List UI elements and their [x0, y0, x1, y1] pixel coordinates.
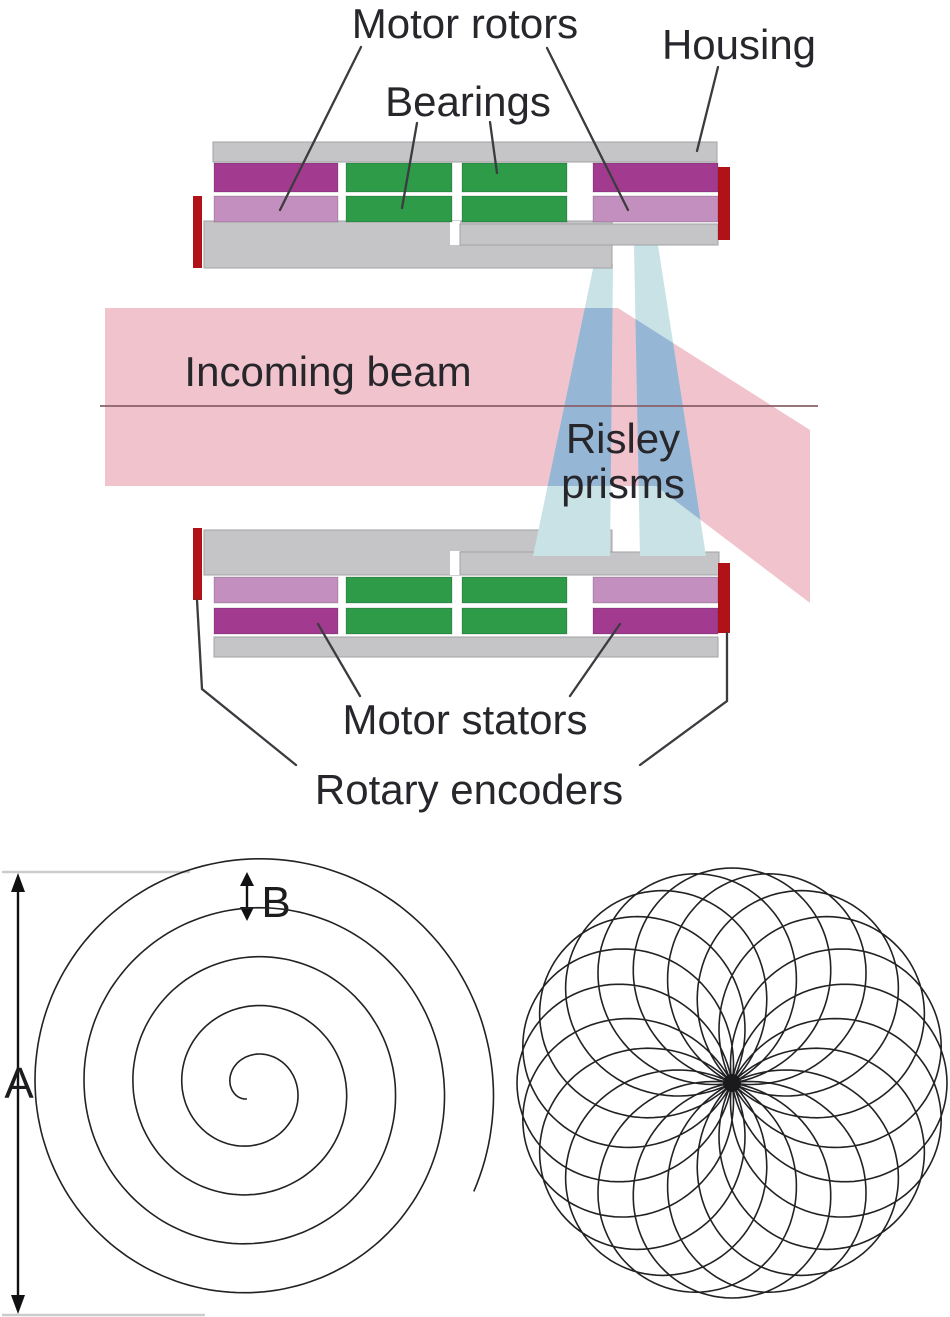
leader-bearing-right: [488, 120, 499, 175]
stator-row: [213, 607, 719, 635]
housing-bar: [212, 141, 718, 163]
bottom-prism-assembly: [193, 528, 730, 658]
housing-bar: [213, 636, 719, 658]
holder-notch: [450, 221, 460, 245]
encoder-bar-left: [193, 528, 202, 600]
labels: Motor rotors Bearings Housing Incoming b…: [184, 0, 816, 813]
label-incoming-beam: Incoming beam: [184, 348, 471, 395]
leader-motor-rotor-right: [545, 46, 630, 212]
holder-notch: [450, 551, 460, 575]
label-motor-stators: Motor stators: [342, 696, 587, 743]
top-prism-assembly: [193, 141, 730, 269]
encoder-bar-right: [718, 563, 730, 633]
scan-patterns: A B: [2, 858, 948, 1317]
leader-bearing-left: [400, 121, 419, 210]
dim-a-arrowhead-up: [11, 873, 25, 892]
dim-a-arrowhead-down: [11, 1295, 25, 1314]
incoming-beam-shape: [105, 308, 810, 603]
holder-slab: [459, 223, 719, 246]
leader-motor-stator-left: [316, 622, 362, 698]
spiral-scan-pattern: [34, 858, 495, 1294]
leader-lines: [195, 45, 729, 767]
label-rotary-encoders: Rotary encoders: [315, 766, 623, 813]
stator-row: [213, 162, 719, 193]
rosette-scan-pattern: [516, 867, 948, 1299]
prism-left-in-beam: [533, 308, 613, 556]
label-housing: Housing: [662, 21, 816, 68]
risley-prism-wedges: [533, 245, 706, 556]
leader-housing: [695, 65, 720, 153]
encoder-bar-left: [193, 196, 202, 268]
leader-motor-rotor-left: [278, 45, 363, 212]
label-bearings: Bearings: [385, 78, 551, 125]
encoder-bar-right: [718, 167, 730, 240]
rosette-center-dot: [723, 1074, 741, 1092]
leader-motor-stator-right: [568, 622, 622, 698]
rotor-row: [213, 576, 719, 604]
label-risley-prisms-line2: prisms: [561, 460, 685, 507]
leader-rotary-encoder-right: [638, 631, 729, 767]
dim-b-arrowhead-up: [240, 872, 254, 886]
leader-rotary-encoder-left: [195, 598, 298, 767]
label-risley-prisms-line1: Risley: [566, 415, 680, 462]
rotor-row: [213, 195, 719, 223]
label-dim-b: B: [261, 878, 290, 927]
label-dim-a: A: [4, 1059, 34, 1108]
label-motor-rotors: Motor rotors: [352, 0, 578, 47]
dim-b-arrowhead-down: [240, 907, 254, 921]
